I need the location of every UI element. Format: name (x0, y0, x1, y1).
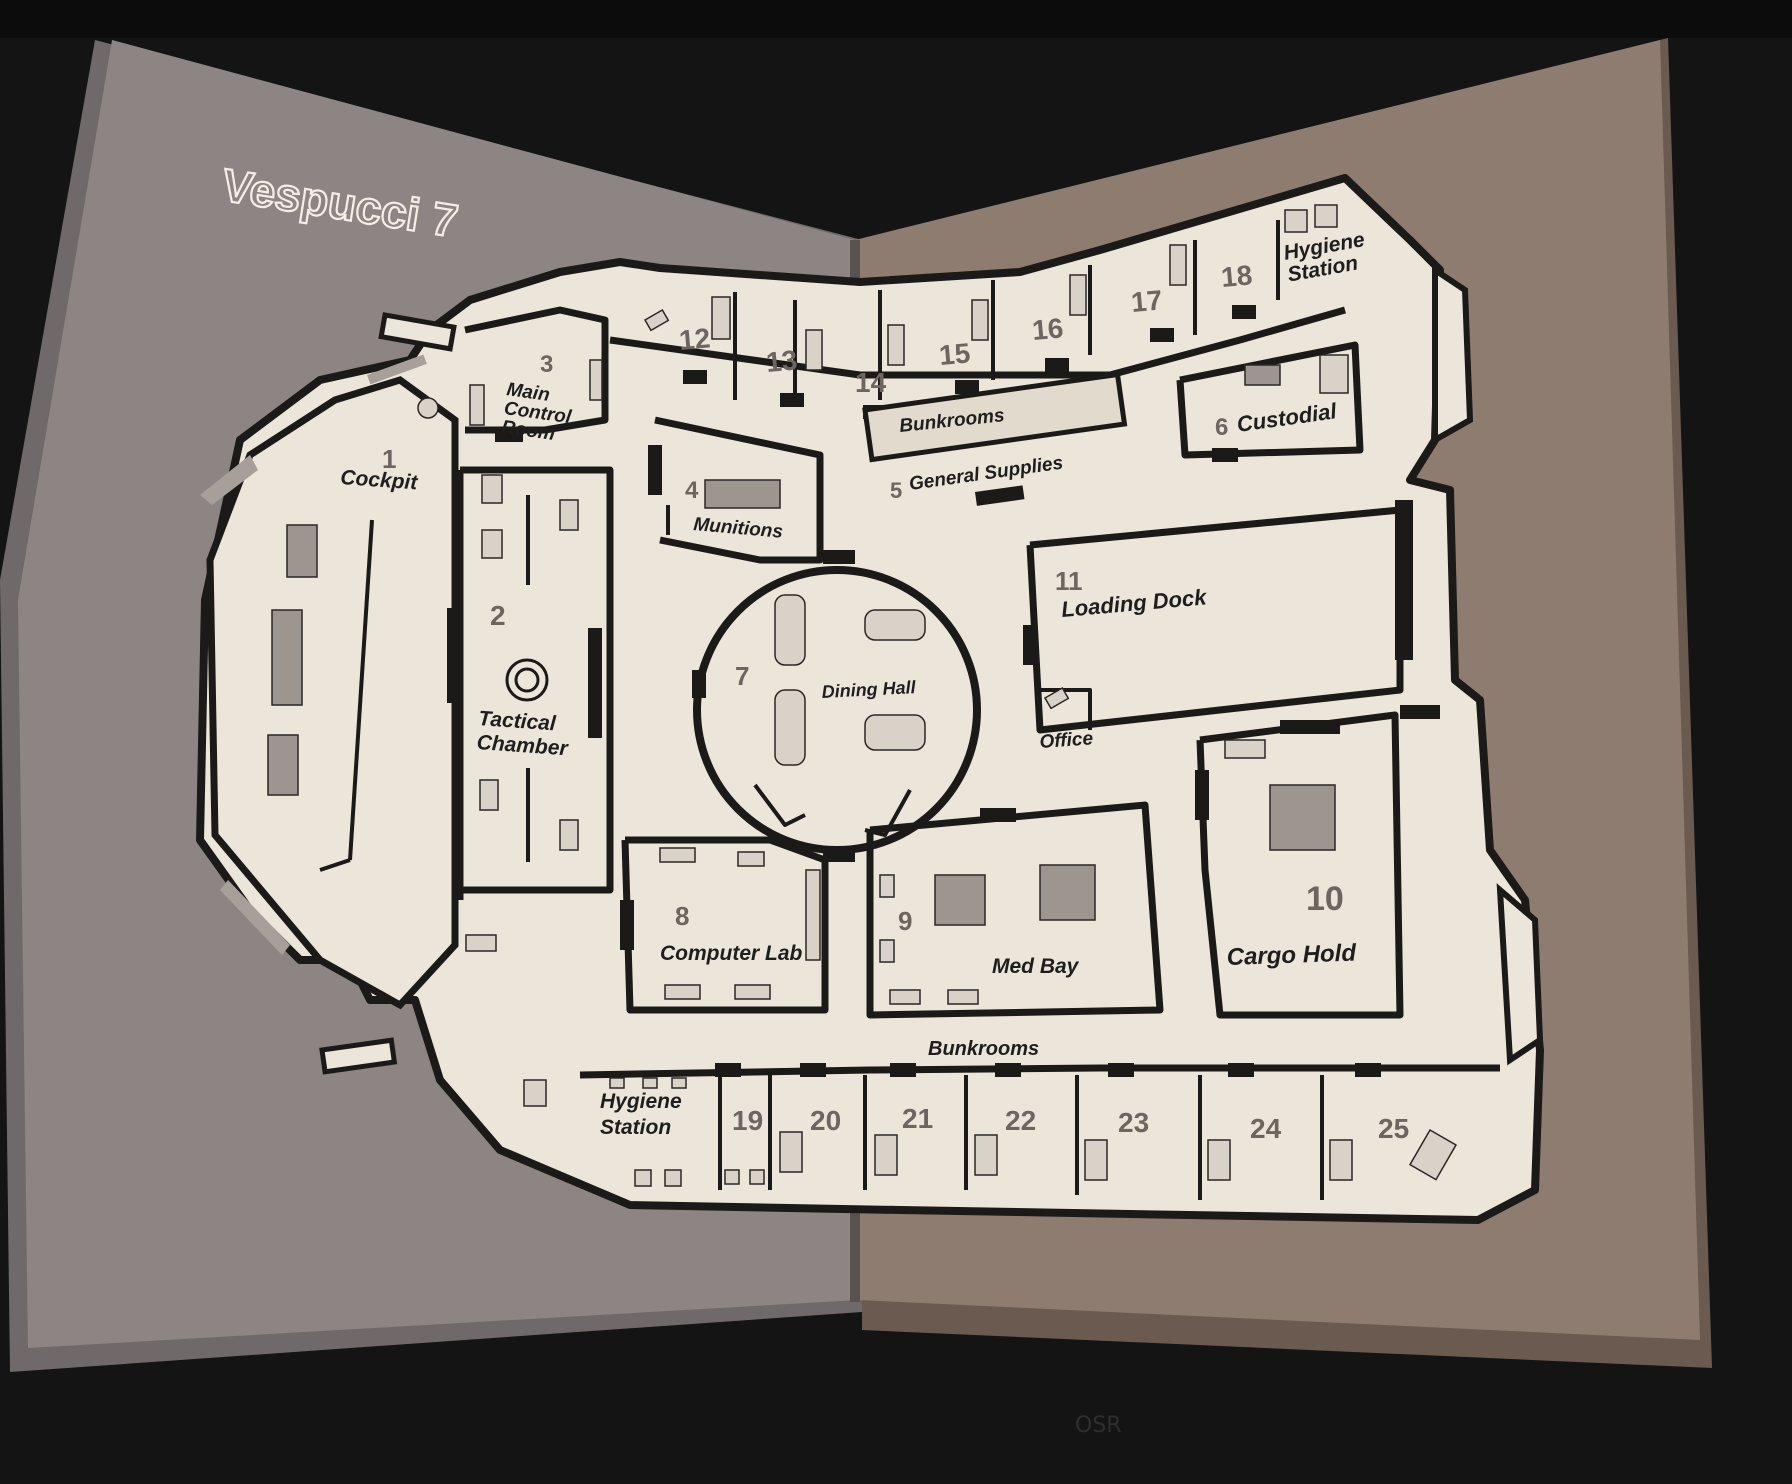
room-number-11: 11 (1055, 566, 1083, 596)
room-label-dining-hall: Dining Hall (821, 677, 917, 702)
room-label-computer-lab: Computer Lab (660, 942, 803, 965)
bunk-number-20: 20 (810, 1105, 841, 1136)
bunk-number-17: 17 (1130, 284, 1164, 318)
bunk-number-13: 13 (765, 344, 799, 378)
room-number-2: 2 (490, 600, 506, 631)
bunk-numbers-top: 12 13 14 15 16 17 18 (678, 259, 1254, 398)
room-label-cockpit: Cockpit (340, 466, 419, 494)
room-number-8: 8 (675, 901, 689, 931)
room-label-main-control-room: MainControlRoom (500, 379, 576, 447)
room-number-10: 10 (1306, 880, 1344, 918)
room-label-cargo-hold: Cargo Hold (1226, 939, 1358, 971)
label-office: Office (1039, 728, 1094, 753)
room-number-6: 6 (1215, 414, 1228, 441)
room-number-1: 1 (382, 444, 396, 474)
bunk-numbers-bottom: 19 20 21 22 23 24 25 (732, 1103, 1409, 1144)
bunk-number-18: 18 (1220, 259, 1254, 293)
label-bunkrooms-bottom: Bunkrooms (928, 1038, 1039, 1060)
bunk-number-16: 16 (1031, 312, 1065, 346)
bunk-number-15: 15 (938, 337, 972, 371)
bunk-number-14: 14 (855, 367, 887, 398)
bunk-number-19: 19 (732, 1105, 763, 1136)
label-hygiene-station-top: HygieneStation (1282, 228, 1371, 287)
bunk-number-23: 23 (1118, 1107, 1149, 1138)
ship-floorplan (196, 174, 1544, 1224)
room-number-4: 4 (685, 477, 699, 504)
room-number-3: 3 (540, 351, 553, 378)
room-number-7: 7 (735, 661, 749, 691)
dining-hall-table-area (693, 566, 981, 854)
watermark: OSR (1075, 1413, 1122, 1438)
bunk-number-22: 22 (1005, 1105, 1036, 1136)
bunk-number-21: 21 (902, 1103, 933, 1134)
room-label-med-bay: Med Bay (992, 955, 1080, 978)
bunk-number-12: 12 (678, 322, 712, 356)
bunk-number-25: 25 (1378, 1113, 1409, 1144)
room-number-9: 9 (898, 906, 912, 936)
bunk-number-24: 24 (1250, 1113, 1282, 1144)
room-number-5: 5 (890, 478, 902, 503)
